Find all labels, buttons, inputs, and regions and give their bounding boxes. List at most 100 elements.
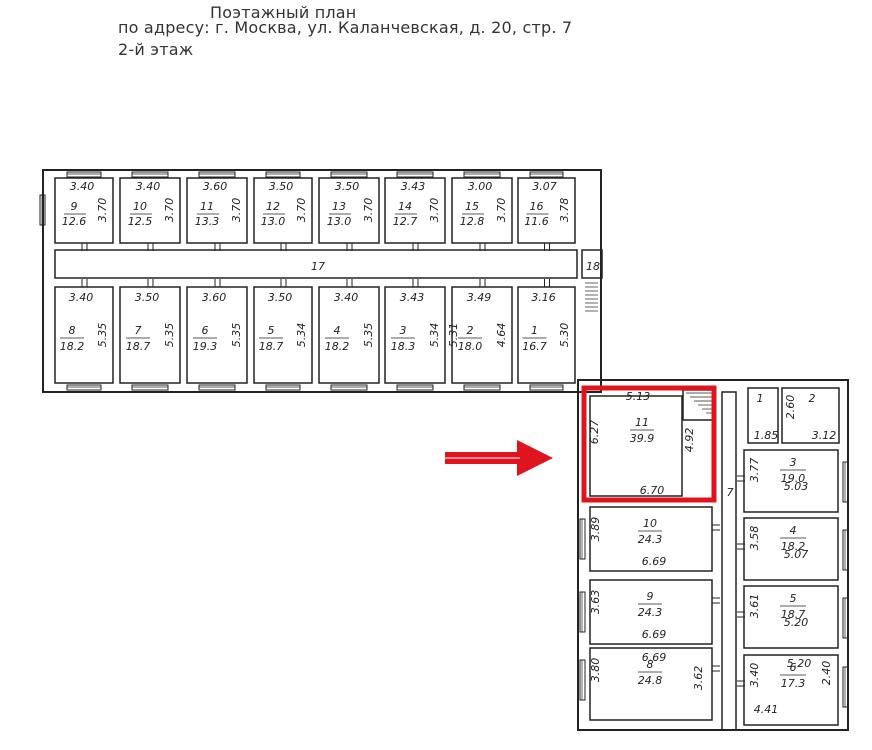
bottom-room-4 bbox=[318, 286, 380, 384]
plan-title: Поэтажный план bbox=[210, 3, 357, 22]
top-room-12-width: 3.50 bbox=[269, 180, 294, 193]
bottom-room-7-height: 5.35 bbox=[163, 323, 176, 348]
top-room-12-height: 3.70 bbox=[295, 198, 308, 223]
east-room-3-width: 5.03 bbox=[784, 480, 809, 493]
plan-address: по адресу: г. Москва, ул. Каланчевская, … bbox=[118, 18, 573, 37]
window bbox=[66, 171, 102, 178]
top-room-9-number: 9 bbox=[71, 200, 78, 213]
window bbox=[198, 171, 236, 178]
bottom-room-4-number: 4 bbox=[334, 324, 341, 337]
top-room-15-number: 15 bbox=[465, 200, 479, 213]
room-1-number: 1 bbox=[757, 392, 764, 405]
bottom-room-8-area: 18.2 bbox=[60, 340, 85, 353]
top-room-15-width: 3.00 bbox=[468, 180, 493, 193]
window bbox=[39, 194, 46, 226]
east-room-5-height: 3.61 bbox=[748, 594, 761, 619]
top-room-9-width: 3.40 bbox=[70, 180, 95, 193]
stair-18-label: 18 bbox=[586, 260, 600, 273]
bottom-room-2-width: 3.49 bbox=[467, 291, 492, 304]
stair-18 bbox=[581, 249, 603, 279]
bottom-room-8-number: 8 bbox=[69, 324, 76, 337]
bottom-room-3-number: 3 bbox=[400, 324, 407, 337]
east-room-3-height: 3.77 bbox=[748, 458, 761, 483]
bottom-room-1-height: 5.30 bbox=[558, 323, 571, 348]
bottom-room-1 bbox=[517, 286, 576, 384]
left-block-outline bbox=[42, 169, 602, 393]
top-room-13-height: 3.70 bbox=[362, 198, 375, 223]
east-room-4-number: 4 bbox=[790, 524, 797, 537]
top-room-14-width: 3.43 bbox=[401, 180, 426, 193]
corridor-17 bbox=[54, 249, 578, 279]
west-room-9-area: 24.3 bbox=[638, 606, 663, 619]
top-room-10-height: 3.70 bbox=[163, 198, 176, 223]
west-room-9-number: 9 bbox=[647, 590, 654, 603]
top-room-10 bbox=[119, 177, 181, 244]
window bbox=[330, 384, 368, 391]
east-room-6-width: 4.41 bbox=[754, 703, 779, 716]
window bbox=[463, 384, 501, 391]
floor-label: 2-й этаж bbox=[118, 40, 194, 59]
west-room-9-height: 3.63 bbox=[589, 590, 602, 615]
room-11-number: 11 bbox=[635, 416, 649, 429]
room-11-top-dim: 5.13 bbox=[626, 390, 651, 403]
east-room-6-side: 2.40 bbox=[820, 661, 833, 686]
window bbox=[842, 597, 849, 639]
top-room-11 bbox=[186, 177, 248, 244]
west-room-9-width: 6.69 bbox=[642, 628, 667, 641]
top-room-14-number: 14 bbox=[398, 200, 412, 213]
room-2 bbox=[781, 387, 840, 444]
bottom-room-4-width: 3.40 bbox=[334, 291, 359, 304]
bottom-room-3-width: 3.43 bbox=[400, 291, 425, 304]
east-room-5-number: 5 bbox=[790, 592, 797, 605]
room-11-area: 39.9 bbox=[630, 432, 655, 445]
top-room-11-height: 3.70 bbox=[230, 198, 243, 223]
bottom-room-5-width: 3.50 bbox=[268, 291, 293, 304]
bottom-room-3 bbox=[384, 286, 446, 384]
window bbox=[265, 384, 301, 391]
top-room-11-number: 11 bbox=[200, 200, 214, 213]
bottom-room-8-height: 5.35 bbox=[96, 323, 109, 348]
top-room-15-area: 12.8 bbox=[460, 215, 485, 228]
top-room-13-number: 13 bbox=[332, 200, 346, 213]
top-room-14-height: 3.70 bbox=[428, 198, 441, 223]
room-11-right-dim: 4.92 bbox=[683, 428, 696, 453]
room-11-bottom-dim: 6.70 bbox=[640, 484, 665, 497]
room-1-width: 1.85 bbox=[754, 429, 779, 442]
corridor-17-label: 17 bbox=[311, 260, 325, 273]
east-room-3-area: 19.0 bbox=[781, 472, 806, 485]
bottom-room-1-area: 16.7 bbox=[522, 340, 547, 353]
bottom-room-6 bbox=[186, 286, 248, 384]
bottom-room-8 bbox=[54, 286, 114, 384]
east-room-4-height: 3.58 bbox=[748, 526, 761, 551]
top-room-11-width: 3.60 bbox=[203, 180, 228, 193]
window bbox=[529, 171, 564, 178]
bottom-room-5-height: 5.34 bbox=[295, 323, 308, 348]
west-room-8-height: 3.80 bbox=[589, 658, 602, 683]
bottom-room-8-width: 3.40 bbox=[69, 291, 94, 304]
room-2-height: 2.60 bbox=[784, 395, 797, 420]
bottom-room-4-height: 5.35 bbox=[362, 323, 375, 348]
top-room-10-number: 10 bbox=[133, 200, 147, 213]
top-room-9-area: 12.6 bbox=[62, 215, 87, 228]
highlight-frame bbox=[581, 385, 717, 503]
top-room-9 bbox=[54, 177, 114, 244]
bottom-room-6-height: 5.35 bbox=[230, 323, 243, 348]
west-room-10-number: 10 bbox=[643, 517, 657, 530]
east-room-6-width-top: 5.20 bbox=[787, 657, 812, 670]
bottom-room-7-number: 7 bbox=[135, 324, 142, 337]
window bbox=[131, 171, 169, 178]
east-room-3-number: 3 bbox=[790, 456, 797, 469]
top-room-16-area: 11.6 bbox=[524, 215, 549, 228]
room-1 bbox=[747, 387, 779, 444]
bottom-room-4-area: 18.2 bbox=[325, 340, 350, 353]
window bbox=[66, 384, 102, 391]
bottom-room-7-area: 18.7 bbox=[126, 340, 151, 353]
bottom-room-7 bbox=[119, 286, 181, 384]
bottom-room-5-number: 5 bbox=[268, 324, 275, 337]
west-room-10-width: 6.69 bbox=[642, 555, 667, 568]
window bbox=[529, 384, 564, 391]
bottom-room-3-height: 5.34 bbox=[428, 323, 441, 348]
corridor-7 bbox=[721, 391, 737, 731]
window bbox=[579, 591, 586, 633]
window bbox=[396, 384, 434, 391]
